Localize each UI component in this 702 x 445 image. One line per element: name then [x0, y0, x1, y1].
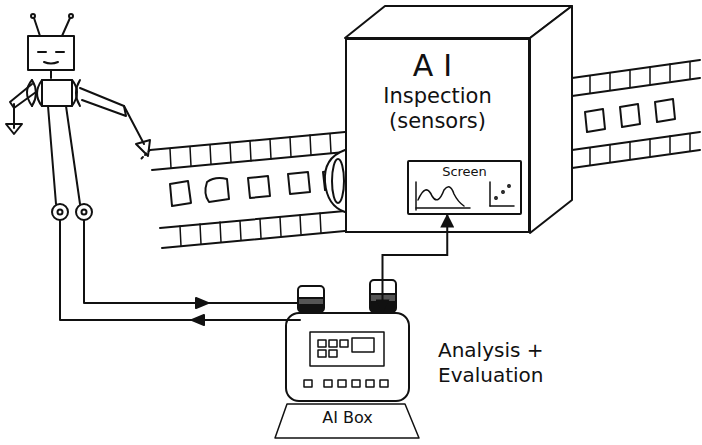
- screen-panel: Screen: [407, 160, 522, 215]
- plug-connector: [298, 280, 396, 312]
- device-label: AI Box: [287, 408, 408, 427]
- screen-chart: [416, 182, 514, 210]
- robot: [6, 14, 150, 220]
- signal-connector: [383, 215, 448, 312]
- box-heading: AI: [353, 48, 522, 84]
- box-label: Inspection (sensors): [353, 84, 522, 134]
- screen-label: Screen: [413, 164, 516, 180]
- conveyor-belt: [140, 132, 345, 248]
- conveyor-belt: [572, 60, 700, 168]
- annotation-note: Analysis + Evaluation: [438, 338, 544, 388]
- inspection-box: AIInspection (sensors) Screen: [345, 38, 530, 233]
- device-details: [275, 332, 419, 438]
- ai-box: AI Box: [285, 312, 410, 402]
- signal-wire: [60, 220, 300, 325]
- inspection-housing: [325, 6, 572, 233]
